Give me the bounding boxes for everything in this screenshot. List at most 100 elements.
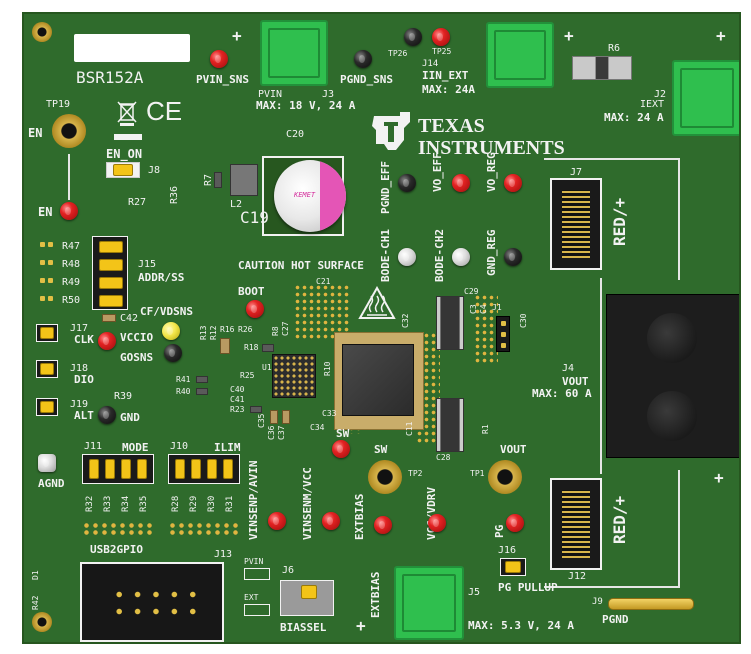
jumper-j6[interactable] <box>301 585 317 599</box>
connector-j4-socket-1 <box>647 313 697 363</box>
jumper-j11-2[interactable] <box>105 459 115 479</box>
header-j8[interactable] <box>106 162 140 178</box>
testpoint-tp1-vout[interactable] <box>488 460 522 494</box>
label-r34: R34 <box>121 495 131 512</box>
header-j1[interactable] <box>496 316 510 352</box>
label-plus-j5: + <box>356 616 366 635</box>
label-j17: J17 <box>70 323 89 334</box>
bus-bar-j9[interactable] <box>608 598 694 610</box>
terminal-j2[interactable] <box>672 60 739 136</box>
label-vinsenp: VINSENP/AVIN <box>247 460 260 540</box>
resistor-r41 <box>196 376 208 383</box>
testpoint-boot[interactable] <box>246 300 264 318</box>
label-r42: R42 <box>31 595 40 610</box>
jumper-j10-3[interactable] <box>207 459 217 479</box>
testpoint-bode-ch2[interactable] <box>452 248 470 266</box>
testpoint-gnd-reg[interactable] <box>504 248 522 266</box>
jumper-j10-4[interactable] <box>223 459 233 479</box>
testpoint-vo-eff[interactable] <box>452 174 470 192</box>
jumper-j11-4[interactable] <box>137 459 147 479</box>
testpoint-tp26[interactable] <box>404 28 422 46</box>
header-j6[interactable] <box>280 580 334 616</box>
jumper-j11-3[interactable] <box>121 459 131 479</box>
label-j10: J10 <box>170 441 189 452</box>
jumper-j18[interactable] <box>40 363 54 375</box>
label-gnd: GND <box>120 411 140 424</box>
jumper-j17[interactable] <box>40 327 54 339</box>
jumper-j15-1[interactable] <box>99 241 123 253</box>
label-c11: C11 <box>405 421 414 436</box>
jumper-j19[interactable] <box>40 401 54 413</box>
connector-j7[interactable] <box>550 178 602 270</box>
label-j13: J13 <box>214 549 233 560</box>
testpoint-pgnd-sns[interactable] <box>354 50 372 68</box>
label-c28: C28 <box>436 453 451 462</box>
label-bode-ch1: BODE-CH1 <box>379 229 392 282</box>
label-j4: J4 <box>562 363 575 374</box>
pad <box>501 321 506 326</box>
jumper-j10-2[interactable] <box>191 459 201 479</box>
jumper-j15-3[interactable] <box>99 277 123 289</box>
testpoint-gnd[interactable] <box>98 406 116 424</box>
label-pvin-max: MAX: 18 V, 24 A <box>256 99 356 112</box>
testpoint-tp2-sw[interactable] <box>368 460 402 494</box>
jumper-j15-2[interactable] <box>99 259 123 271</box>
testpoint-tp25[interactable] <box>432 28 450 46</box>
testpoint-gosns[interactable] <box>164 344 182 362</box>
label-r47: R47 <box>62 241 81 252</box>
header-j11[interactable] <box>82 454 154 484</box>
label-r1: R1 <box>481 424 490 434</box>
connector-j13-usb2gpio[interactable] <box>80 562 224 642</box>
terminal-j14[interactable] <box>486 22 554 88</box>
label-agnd: AGND <box>38 477 65 490</box>
testpoint-pvin-sns[interactable] <box>210 50 228 68</box>
testpoint-vinsenm[interactable] <box>322 512 340 530</box>
testpoint-agnd[interactable] <box>38 454 56 472</box>
header-j18[interactable] <box>36 360 58 378</box>
label-c30: C30 <box>519 313 528 328</box>
label-plus-j4: + <box>714 468 724 487</box>
header-j10[interactable] <box>168 454 240 484</box>
testpoint-sw[interactable] <box>332 440 350 458</box>
capacitor-brand: KEMET <box>294 191 316 199</box>
jumper-j10-1[interactable] <box>175 459 185 479</box>
silk-bar <box>114 134 142 140</box>
label-r16: R16 <box>220 325 235 334</box>
testpoint-en[interactable] <box>60 202 78 220</box>
jumper-j8[interactable] <box>113 164 133 176</box>
header-j15[interactable] <box>92 236 128 310</box>
connector-j12[interactable] <box>550 478 602 570</box>
label-pg: PG <box>493 524 506 538</box>
testpoint-bode-ch1[interactable] <box>398 248 416 266</box>
testpoint-vo-reg[interactable] <box>504 174 522 192</box>
header-j19[interactable] <box>36 398 58 416</box>
silk-outline-right <box>678 158 680 280</box>
testpoint-cf-vdsns[interactable] <box>162 322 180 340</box>
jumper-j16[interactable] <box>505 561 521 573</box>
testpoint-tp19[interactable] <box>52 114 86 148</box>
terminal-j3[interactable] <box>260 20 328 86</box>
label-r36: R36 <box>169 185 180 204</box>
jumper-j15-4[interactable] <box>99 295 123 307</box>
testpoint-pgnd-eff[interactable] <box>398 174 416 192</box>
testpoint-extbias[interactable] <box>374 516 392 534</box>
jumper-j11-1[interactable] <box>89 459 99 479</box>
testpoint-pg[interactable] <box>506 514 524 532</box>
header-j17[interactable] <box>36 324 58 342</box>
label-bode-ch2: BODE-CH2 <box>433 229 446 282</box>
testpoint-vcc-vdrv[interactable] <box>428 514 446 532</box>
logo-line2: INSTRUMENTS <box>418 137 565 159</box>
capacitor-c19-band <box>320 160 346 232</box>
terminal-j5[interactable] <box>394 566 464 640</box>
header-j16[interactable] <box>500 558 526 576</box>
connector-j4[interactable] <box>606 294 739 458</box>
testpoint-vccio[interactable] <box>98 332 116 350</box>
label-iin-ext: IIN_EXT <box>422 69 469 82</box>
label-pvin: PVIN <box>258 89 283 100</box>
label-iext: IEXT <box>640 99 665 110</box>
pad <box>501 332 506 337</box>
label-r35: R35 <box>139 495 149 512</box>
label-caution: CAUTION HOT SURFACE <box>238 259 364 272</box>
label-j6: J6 <box>282 565 295 576</box>
testpoint-vinsenp[interactable] <box>268 512 286 530</box>
